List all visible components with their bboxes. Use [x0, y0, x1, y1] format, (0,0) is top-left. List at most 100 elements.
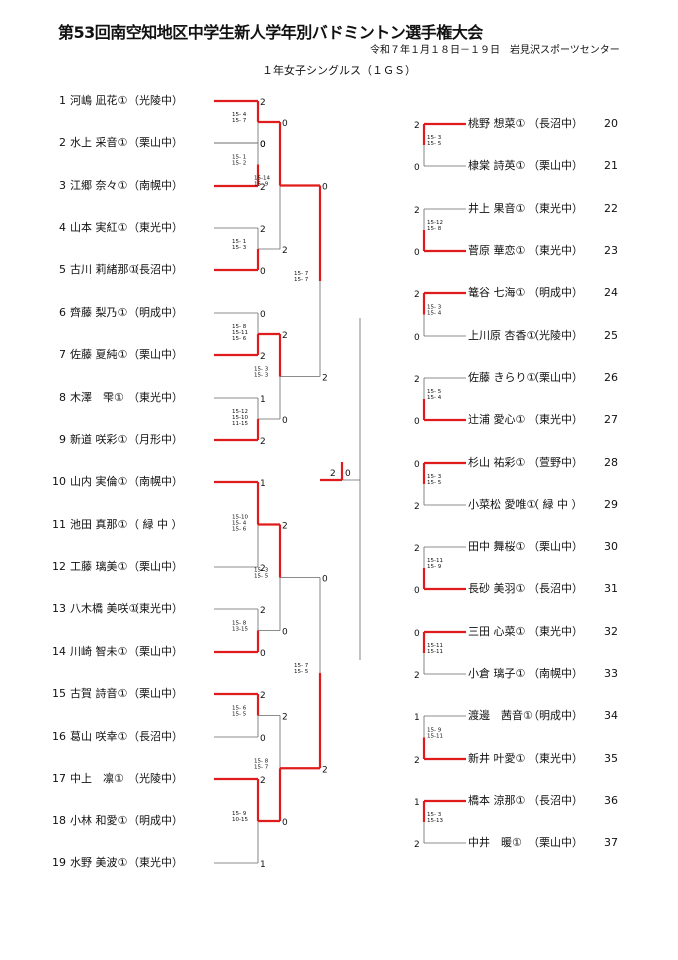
match-result: 1	[414, 713, 420, 723]
game-score: 15-14	[254, 176, 270, 182]
player-team: （東光中）	[128, 221, 183, 234]
player-name: 葛山 咲幸①	[70, 730, 128, 743]
game-score: 15- 4	[427, 311, 442, 317]
player-team: （長沼中）	[528, 794, 583, 807]
player-team: （明成中）	[128, 306, 183, 319]
game-score: 15- 9	[427, 728, 442, 734]
player-name: 古川 莉緒那①	[70, 263, 139, 276]
game-score: 15- 3	[254, 367, 269, 373]
event-category: １年女子シングルス（１ＧＳ）	[262, 64, 416, 77]
match-result: 2	[260, 606, 266, 616]
player-seed: 22	[604, 202, 618, 215]
player-name: 桃野 想菜①	[468, 117, 526, 130]
match-result: 2	[414, 502, 420, 512]
match-result: 2	[260, 183, 266, 193]
game-score: 15- 9	[254, 182, 269, 188]
player-seed: 35	[604, 752, 618, 765]
player-team: （長沼中）	[128, 263, 183, 276]
game-score: 15-13	[427, 818, 443, 824]
game-score: 15- 4	[232, 112, 247, 118]
game-score: 15- 1	[232, 239, 246, 245]
match-result: 0	[414, 586, 420, 596]
match-result: 2	[322, 765, 328, 775]
match-result: 2	[260, 691, 266, 701]
player-team: （明成中）	[528, 286, 583, 299]
game-score: 15-11	[427, 643, 443, 649]
player-team: （東光中）	[528, 413, 583, 426]
game-score: 15-10	[232, 415, 248, 421]
player-seed: 32	[604, 625, 618, 638]
player-team: （東光中）	[128, 602, 183, 615]
player-team: （光陵中）	[128, 94, 183, 107]
game-score: 15- 8	[232, 621, 247, 627]
match-result: 2	[260, 352, 266, 362]
player-name: 橋本 涼那①	[468, 794, 526, 807]
player-team: （栗山中）	[128, 348, 183, 361]
player-name: 佐藤 きらり①	[468, 371, 537, 384]
game-score: 15- 6	[232, 336, 247, 342]
player-team: （長沼中）	[528, 582, 583, 595]
game-score: 15-12	[232, 409, 248, 415]
game-score: 15- 1	[232, 155, 246, 161]
player-seed: 9	[59, 433, 66, 446]
player-team: （萱野中）	[528, 456, 583, 469]
player-name: 小菜松 愛唯①	[468, 498, 537, 511]
player-team: （東光中）	[128, 856, 183, 869]
match-result: 0	[414, 629, 420, 639]
game-score: 15-11	[427, 734, 443, 740]
game-score: 10-15	[232, 817, 248, 823]
match-result: 0	[282, 818, 288, 828]
page-title: 第53回南空知地区中学生新人学年別バドミントン選手権大会	[58, 23, 483, 42]
player-team: （東光中）	[528, 625, 583, 638]
match-result: 2	[414, 206, 420, 216]
player-team: （栗山中）	[528, 836, 583, 849]
player-name: 三田 心菜①	[468, 625, 526, 638]
game-score: 15-11	[427, 649, 443, 655]
player-name: 八木橋 美咲①	[70, 602, 139, 615]
match-result: 1	[260, 479, 266, 489]
player-seed: 34	[604, 709, 618, 722]
game-score: 11-15	[232, 421, 248, 427]
game-score: 15- 7	[232, 118, 247, 124]
match-result: 0	[414, 460, 420, 470]
player-seed: 26	[604, 371, 618, 384]
player-seed: 16	[52, 730, 66, 743]
game-score: 15-11	[232, 330, 248, 336]
player-name: 新井 叶愛①	[468, 752, 526, 765]
player-name: 渡邊 茜音①	[468, 709, 533, 722]
match-result: 0	[282, 628, 288, 638]
player-seed: 28	[604, 456, 618, 469]
player-seed: 19	[52, 856, 66, 869]
game-score: 15- 8	[254, 758, 269, 764]
player-team: （ 緑 中 ）	[528, 498, 583, 511]
player-team: （東光中）	[128, 391, 183, 404]
player-team: （月形中）	[128, 433, 183, 446]
match-result: 0	[414, 333, 420, 343]
game-score: 15-12	[427, 220, 443, 226]
match-result: 2	[260, 225, 266, 235]
match-result: 2	[260, 564, 266, 574]
player-team: （明成中）	[528, 709, 583, 722]
player-seed: 5	[59, 263, 66, 276]
player-seed: 27	[604, 413, 618, 426]
player-seed: 6	[59, 306, 66, 319]
player-team: （東光中）	[528, 202, 583, 215]
match-result: 1	[260, 860, 266, 870]
player-team: （光陵中）	[128, 772, 183, 785]
game-score: 15- 8	[232, 324, 247, 330]
player-name: 池田 真那①	[70, 518, 128, 531]
player-seed: 20	[604, 117, 618, 130]
